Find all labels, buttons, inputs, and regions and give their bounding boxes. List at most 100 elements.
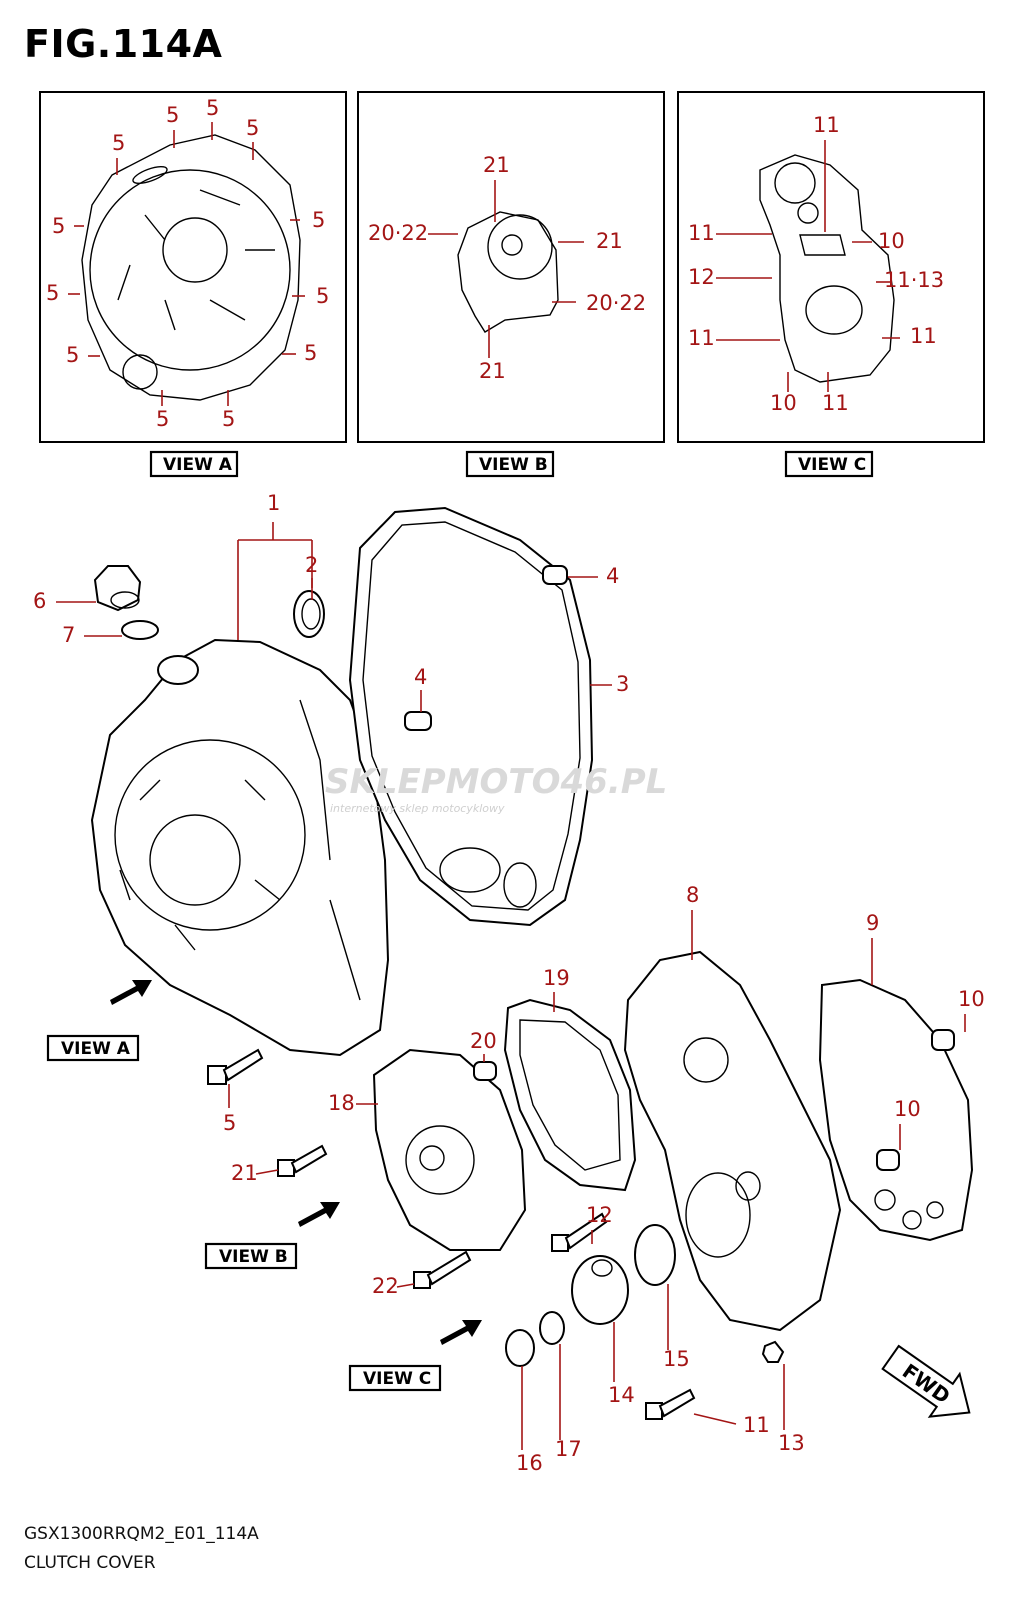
part-callout-19-21: 19	[543, 966, 570, 990]
view-a-tag: VIEW A	[149, 450, 239, 478]
view-a-callout-6: 5	[52, 214, 65, 238]
view-a-callout-5: 5	[312, 208, 325, 232]
view-a-callout-3: 5	[206, 96, 219, 120]
dowel-pins-part-10	[876, 1029, 955, 1171]
nut-part-13	[761, 1340, 785, 1363]
part-callout-8-9: 8	[686, 883, 699, 907]
watermark-tagline: internetowy sklep motocyklowy	[330, 802, 505, 815]
part-callout-17-19: 17	[555, 1437, 582, 1461]
part-callout-20-22: 20	[470, 1029, 497, 1053]
view-a-callout-8: 5	[316, 284, 329, 308]
oil-seal-part-2	[293, 590, 325, 638]
view-a-callout-2: 5	[166, 103, 179, 127]
part-callout-14-16: 14	[608, 1383, 635, 1407]
view-a-callout-1: 5	[112, 131, 125, 155]
view-c-callout-2: 11	[688, 221, 715, 245]
view-b-tag: VIEW B	[465, 450, 555, 478]
gasket-part-19	[503, 998, 637, 1192]
figure-name: CLUTCH COVER	[24, 1553, 156, 1573]
view-b-callout-3: 21	[479, 359, 506, 383]
part-callout-5-6: 5	[223, 1111, 236, 1135]
bolt-part-5	[207, 1048, 264, 1085]
part-callout-22-24: 22	[372, 1274, 399, 1298]
view-b-cover-drawing	[457, 211, 559, 333]
part-callout-11-13: 11	[743, 1413, 770, 1437]
part-callout-3-3: 3	[616, 672, 629, 696]
view-c-pointer-label: VIEW C	[363, 1369, 431, 1389]
view-b-callout-2: 21	[596, 229, 623, 253]
view-b-callout-4: 20·22	[368, 221, 428, 245]
part-callout-4-5: 4	[414, 665, 427, 689]
view-b-callout-5: 20·22	[586, 291, 646, 315]
gasket-part-17	[539, 1311, 565, 1345]
view-b-arrow	[298, 1202, 340, 1227]
view-b-callout-1: 21	[483, 153, 510, 177]
clutch-cover-part-1	[90, 638, 390, 1057]
part-callout-9-10: 9	[866, 911, 879, 935]
cover-part-18	[372, 1048, 527, 1251]
view-c-callout-7: 11	[910, 324, 937, 348]
view-a-callout-4: 5	[246, 116, 259, 140]
plug-part-16	[505, 1329, 535, 1367]
part-callout-1-1: 1	[267, 491, 280, 515]
plug-part-6	[93, 565, 142, 612]
bolt-part-11	[645, 1388, 696, 1420]
view-a-pointer-tag: VIEW A	[46, 1034, 140, 1062]
view-c-pointer-tag: VIEW C	[348, 1364, 442, 1392]
part-callout-21-23-leader	[255, 1169, 279, 1175]
cap-part-14	[571, 1255, 629, 1325]
view-c-tag-label: VIEW C	[798, 455, 866, 475]
part-callout-11-13-leader	[693, 1413, 737, 1425]
view-c-callout-1: 11	[813, 113, 840, 137]
view-c-cover-drawing	[759, 154, 895, 383]
view-a-callout-11: 5	[156, 407, 169, 431]
view-c-callout-9: 11	[822, 391, 849, 415]
part-callout-22-24-leader	[396, 1283, 415, 1288]
bolt-part-21	[277, 1144, 328, 1177]
view-b-pointer-tag: VIEW B	[204, 1242, 298, 1270]
view-c-callout-3: 10	[878, 229, 905, 253]
part-callout-10-12: 10	[894, 1097, 921, 1121]
gasket-part-3	[348, 506, 594, 927]
forward-direction-arrow: FWD	[881, 1344, 971, 1418]
view-a-callout-7: 5	[46, 281, 59, 305]
view-c-callout-4: 12	[688, 265, 715, 289]
view-b-pointer-label: VIEW B	[219, 1247, 288, 1267]
part-callout-7-8: 7	[62, 623, 75, 647]
part-callout-16-18: 16	[516, 1451, 543, 1475]
view-a-tag-label: VIEW A	[163, 455, 233, 475]
part-callout-2-2: 2	[305, 553, 318, 577]
part-callout-15-17: 15	[663, 1347, 690, 1371]
part-callout-10-11: 10	[958, 987, 985, 1011]
view-c-callout-6: 11	[688, 326, 715, 350]
view-a-arrow	[110, 980, 152, 1005]
view-b-panel	[357, 91, 665, 443]
view-c-arrow	[440, 1320, 482, 1345]
part-1-bracket	[237, 522, 313, 640]
o-ring-part-15	[634, 1224, 676, 1286]
view-a-callout-12: 5	[222, 407, 235, 431]
o-ring-part-7	[121, 620, 159, 640]
view-b-tag-label: VIEW B	[479, 455, 548, 475]
view-a-callout-9: 5	[66, 343, 79, 367]
part-callout-18-20: 18	[328, 1091, 355, 1115]
figure-title: FIG.114A	[24, 22, 223, 66]
view-c-callout-8: 10	[770, 391, 797, 415]
cover-part-8	[623, 950, 842, 1332]
bolt-part-12	[551, 1212, 608, 1252]
bolt-part-22	[413, 1250, 472, 1289]
view-a-pointer-label: VIEW A	[61, 1039, 131, 1059]
view-a-callout-10: 5	[304, 341, 317, 365]
view-a-panel	[39, 91, 347, 443]
part-callout-4-4: 4	[606, 564, 619, 588]
view-a-cover-drawing	[81, 134, 301, 401]
dowel-part-20	[473, 1061, 497, 1081]
part-callout-21-23: 21	[231, 1161, 258, 1185]
view-c-tag: VIEW C	[784, 450, 874, 478]
part-callout-6-7: 6	[33, 589, 46, 613]
view-c-callout-5: 11·13	[884, 268, 944, 292]
part-callout-12-14: 12	[586, 1203, 613, 1227]
